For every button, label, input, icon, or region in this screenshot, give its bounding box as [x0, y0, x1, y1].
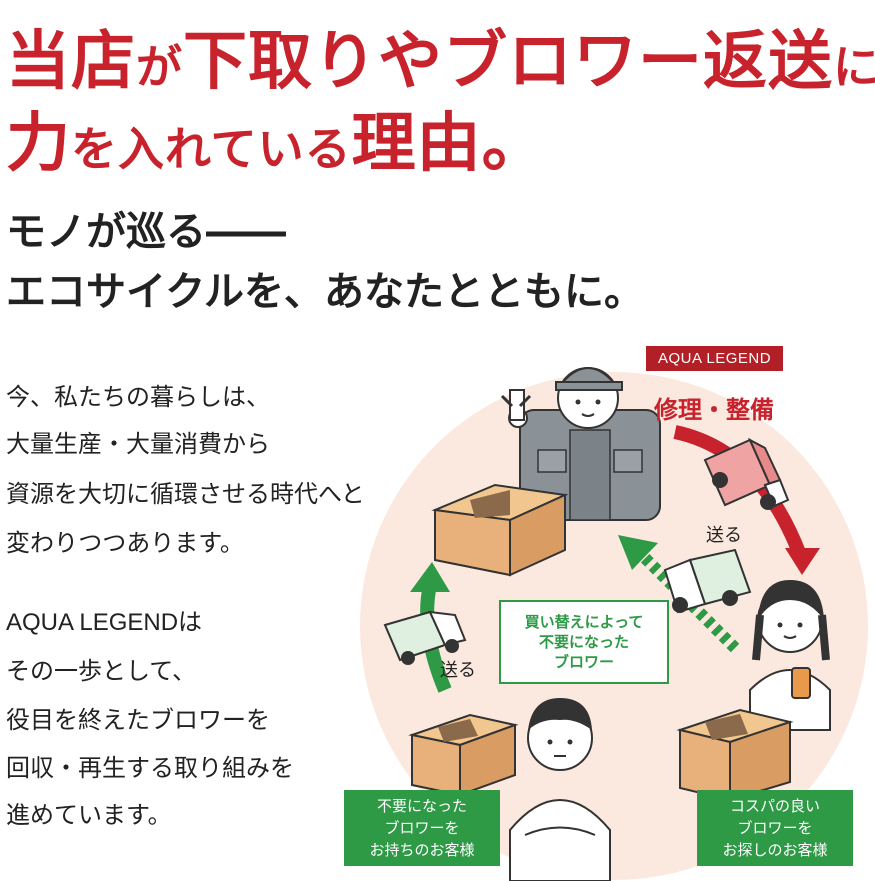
- body-line: AQUA LEGENDは: [6, 609, 203, 636]
- green-dotted-arrow-icon: [618, 535, 740, 653]
- customer-box-line: お探しのお客様: [722, 841, 828, 859]
- mechanic-illustration: [500, 367, 661, 521]
- customer-box-line: コスパの良い: [729, 797, 820, 815]
- headline-text: が: [136, 40, 183, 94]
- body-line: 役目を終えたブロワーを: [6, 706, 270, 734]
- cardboard-box-icon: [676, 708, 794, 802]
- delivery-truck-icon: [383, 610, 467, 665]
- woman-customer-illustration: [749, 580, 831, 731]
- customer-box-left: 不要になった ブロワーを お持ちのお客様: [344, 790, 500, 866]
- cardboard-box-icon: [408, 713, 519, 797]
- callout-line: 不要になった: [538, 633, 629, 651]
- callout-box: 買い替えによって 不要になった ブロワー: [499, 600, 669, 684]
- customer-box-line: お持ちのお客様: [369, 841, 475, 859]
- send-label: 送る: [706, 525, 742, 546]
- brand-tag: AQUA LEGEND: [646, 346, 784, 371]
- headline-text: 理由。: [351, 107, 547, 181]
- headline-line-1: 当店が下取りやブロワー返送に: [6, 30, 875, 94]
- body-line: 大量生産・大量消費から: [6, 430, 270, 458]
- body-line: 今、私たちの暮らしは、: [6, 383, 270, 411]
- subheadline-line-1: モノが巡る――: [6, 209, 286, 255]
- send-label: 送る: [440, 660, 476, 681]
- delivery-truck-icon: [663, 548, 752, 614]
- recycle-cycle-illustration: [383, 367, 831, 881]
- headline-text: 下取りやブロワー返送: [183, 25, 833, 99]
- callout-line: 買い替えによって: [524, 613, 644, 631]
- customer-box-right: コスパの良い ブロワーを お探しのお客様: [697, 790, 853, 866]
- body-line: その一歩として、: [6, 657, 197, 685]
- customer-box-line: ブロワーを: [384, 819, 460, 837]
- man-customer-illustration: [509, 698, 611, 881]
- brand-service-label: 修理・整備: [654, 396, 774, 424]
- cardboard-box-icon: [431, 483, 569, 577]
- headline-text: 当店: [6, 25, 136, 99]
- delivery-truck-icon: [703, 437, 790, 510]
- headline-text: を入れている: [71, 122, 352, 176]
- body-line: 変わりつつあります。: [6, 529, 244, 557]
- body-line: 資源を大切に循環させる時代へと: [6, 480, 365, 508]
- body-line: 回収・再生する取り組みを: [6, 754, 294, 782]
- callout-line: ブロワー: [553, 653, 614, 671]
- customer-box-line: 不要になった: [376, 797, 467, 815]
- headline-line-2: 力を入れている理由。: [6, 112, 547, 176]
- headline-text: 力: [6, 107, 71, 181]
- headline-text: に: [833, 40, 875, 94]
- customer-box-line: ブロワーを: [737, 819, 813, 837]
- subheadline-line-2: エコサイクルを、あなたとともに。: [6, 269, 644, 315]
- body-line: 進めています。: [6, 801, 172, 829]
